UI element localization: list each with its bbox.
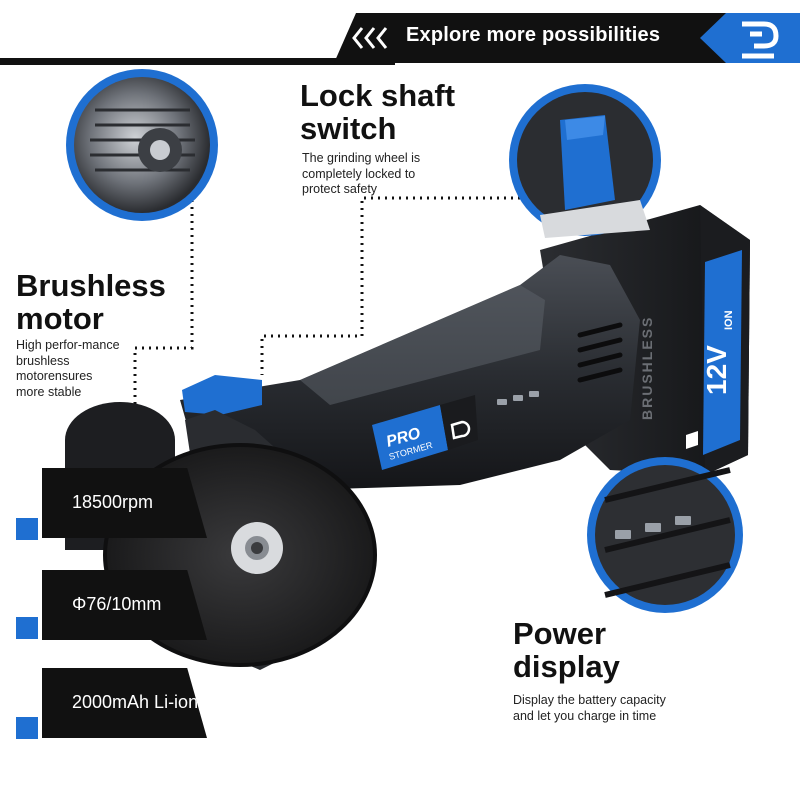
- spec-battery-label: 2000mAh Li-ion: [72, 692, 199, 712]
- battery-type-text: ION: [723, 310, 735, 330]
- lock-shaft-desc: The grinding wheel is completely locked …: [302, 151, 421, 197]
- spec-disc-size: Φ76/10mm: [42, 570, 207, 640]
- banner-underline: [0, 58, 395, 65]
- power-display-callout: [587, 457, 743, 613]
- spec-disc-size-marker: [16, 617, 38, 639]
- power-display-title: Power display: [513, 616, 620, 684]
- spec-disc-size-label: Φ76/10mm: [72, 594, 162, 614]
- spec-rpm-label: 18500rpm: [72, 492, 154, 512]
- top-banner: Explore more possibilities: [0, 0, 800, 68]
- power-display-desc: Display the battery capacity and let you…: [513, 693, 666, 723]
- brushless-motor-desc: High perfor-mance brushless motorensures…: [16, 338, 120, 399]
- banner-text[interactable]: Explore more possibilities: [406, 24, 661, 46]
- brand-p-logo-icon: [742, 21, 779, 59]
- banner-black-bar: [334, 13, 734, 63]
- grinder-body: PRO STORMER: [180, 255, 640, 490]
- motor-callout: [66, 69, 218, 221]
- triple-chevron-left-icon: [352, 27, 388, 49]
- battery-voltage-text: 12V: [701, 345, 732, 395]
- lock-switch-callout: [509, 84, 661, 238]
- brushless-motor-title: Brushless motor: [16, 268, 166, 336]
- brushless-body-text: BRUSHLESS: [639, 316, 655, 420]
- leader-lines: [133, 196, 627, 462]
- spec-battery-marker: [16, 717, 38, 739]
- spec-rpm-marker: [16, 518, 38, 540]
- spec-battery: 2000mAh Li-ion: [42, 668, 207, 738]
- spec-rpm: 18500rpm: [42, 468, 207, 538]
- lock-shaft-title: Lock shaft switch: [300, 78, 456, 146]
